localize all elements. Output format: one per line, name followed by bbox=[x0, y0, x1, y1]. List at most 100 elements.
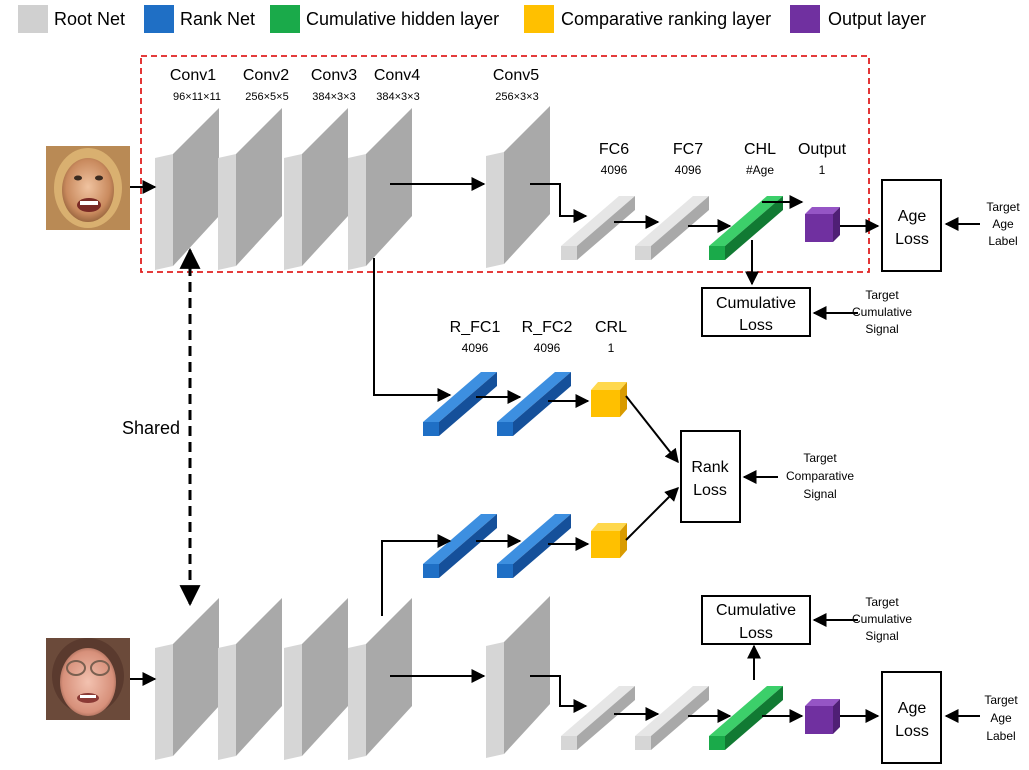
conv1-block-top bbox=[155, 108, 219, 270]
arrow bbox=[530, 675, 588, 713]
conv2-block-bottom bbox=[218, 598, 282, 760]
face-image-older-woman bbox=[46, 638, 130, 720]
svg-text:Age: Age bbox=[898, 700, 927, 717]
layer-name: FC6 bbox=[599, 141, 629, 158]
layer-dims: 384×3×3 bbox=[312, 91, 355, 103]
layer-name: CHL bbox=[744, 141, 776, 158]
top-layer-labels: Conv1 96×11×11 Conv2 256×5×5 Conv3 384×3… bbox=[170, 67, 847, 177]
conv4-block-top bbox=[348, 108, 412, 270]
r-fc1-block-lower bbox=[423, 514, 497, 578]
arrow bbox=[625, 395, 679, 464]
svg-text:Signal: Signal bbox=[865, 322, 898, 336]
conv1-block-bottom bbox=[155, 598, 219, 760]
target-comparative-signal: Target Comparative Signal bbox=[786, 451, 854, 501]
svg-text:Label: Label bbox=[988, 234, 1017, 248]
svg-text:Signal: Signal bbox=[865, 629, 898, 643]
svg-text:Label: Label bbox=[986, 729, 1015, 743]
r-fc2-block-upper bbox=[497, 372, 571, 436]
legend-label: Output layer bbox=[828, 9, 926, 29]
layer-blocks bbox=[155, 106, 840, 760]
svg-text:Signal: Signal bbox=[803, 487, 836, 501]
layer-dims: 384×3×3 bbox=[376, 91, 419, 103]
fc7-block-top bbox=[635, 196, 709, 260]
layer-name: Output bbox=[798, 141, 847, 158]
conv3-block-bottom bbox=[284, 598, 348, 760]
legend-item-output-layer: Output layer bbox=[790, 5, 926, 33]
layer-dims: 4096 bbox=[462, 341, 489, 355]
svg-text:Comparative: Comparative bbox=[786, 469, 854, 483]
svg-text:Target: Target bbox=[984, 693, 1018, 707]
target-age-label-bottom: Target Age Label bbox=[984, 693, 1018, 743]
svg-text:Target: Target bbox=[803, 451, 837, 465]
legend-item-cumulative-hidden-layer: Cumulative hidden layer bbox=[270, 5, 499, 33]
target-cumulative-signal-bottom: Target Cumulative Signal bbox=[852, 595, 912, 643]
svg-text:Loss: Loss bbox=[739, 625, 773, 642]
legend-label: Comparative ranking layer bbox=[561, 9, 771, 29]
age-loss-box-top: Age Loss bbox=[881, 179, 942, 272]
fc6-block-top bbox=[561, 196, 635, 260]
svg-text:Loss: Loss bbox=[693, 482, 727, 499]
svg-text:Cumulative: Cumulative bbox=[716, 602, 796, 619]
legend-label: Root Net bbox=[54, 9, 125, 29]
svg-text:Age: Age bbox=[992, 217, 1014, 231]
legend-swatch bbox=[790, 5, 820, 33]
conv2-block-top bbox=[218, 108, 282, 270]
arrow bbox=[625, 487, 679, 541]
layer-name: FC7 bbox=[673, 141, 703, 158]
rank-layer-labels: R_FC1 4096 R_FC2 4096 CRL 1 bbox=[450, 319, 627, 355]
shared-label: Shared bbox=[122, 418, 180, 438]
r-fc1-block-upper bbox=[423, 372, 497, 436]
legend-item-root-net: Root Net bbox=[18, 5, 125, 33]
layer-dims: 1 bbox=[608, 341, 615, 355]
layer-dims: 96×11×11 bbox=[173, 91, 221, 103]
layer-dims: 4096 bbox=[675, 163, 702, 177]
legend-swatch bbox=[18, 5, 48, 33]
svg-text:Target: Target bbox=[986, 200, 1020, 214]
svg-text:Loss: Loss bbox=[739, 317, 773, 334]
layer-dims: #Age bbox=[746, 163, 774, 177]
svg-text:Loss: Loss bbox=[895, 723, 929, 740]
cumulative-loss-box-top: Cumulative Loss bbox=[701, 287, 811, 337]
arrow bbox=[530, 183, 588, 223]
r-fc2-block-lower bbox=[497, 514, 571, 578]
target-cumulative-signal-top: Target Cumulative Signal bbox=[852, 288, 912, 336]
legend-item-comparative-ranking-layer: Comparative ranking layer bbox=[524, 5, 771, 33]
layer-name: Conv3 bbox=[311, 67, 357, 84]
svg-text:Cumulative: Cumulative bbox=[852, 612, 912, 626]
root-net-dashed-box bbox=[140, 55, 870, 273]
legend-swatch bbox=[144, 5, 174, 33]
svg-text:Rank: Rank bbox=[691, 459, 729, 476]
svg-text:Target: Target bbox=[865, 288, 899, 302]
legend-label: Rank Net bbox=[180, 9, 255, 29]
layer-name: Conv5 bbox=[493, 67, 539, 84]
svg-text:Cumulative: Cumulative bbox=[716, 295, 796, 312]
svg-text:Age: Age bbox=[898, 208, 927, 225]
layer-dims: 4096 bbox=[534, 341, 561, 355]
target-age-label-top: Target Age Label bbox=[986, 200, 1020, 248]
conv4-block-bottom bbox=[348, 598, 412, 760]
layer-name: R_FC2 bbox=[522, 319, 573, 336]
conv3-block-top bbox=[284, 108, 348, 270]
layer-dims: 1 bbox=[819, 163, 826, 177]
svg-text:Loss: Loss bbox=[895, 231, 929, 248]
age-loss-box-bottom: Age Loss bbox=[881, 671, 942, 764]
rank-loss-box: Rank Loss bbox=[680, 430, 741, 523]
layer-name: R_FC1 bbox=[450, 319, 501, 336]
svg-text:Age: Age bbox=[990, 711, 1012, 725]
legend-item-rank-net: Rank Net bbox=[144, 5, 255, 33]
cumulative-loss-box-bottom: Cumulative Loss bbox=[701, 595, 811, 645]
svg-text:Target: Target bbox=[865, 595, 899, 609]
conv5-block-bottom bbox=[486, 596, 550, 758]
layer-dims: 256×5×5 bbox=[245, 91, 288, 103]
fc6-block-bottom bbox=[561, 686, 635, 750]
chl-block-bottom bbox=[709, 686, 783, 750]
svg-text:Cumulative: Cumulative bbox=[852, 305, 912, 319]
arrow bbox=[373, 258, 452, 402]
fc7-block-bottom bbox=[635, 686, 709, 750]
crl-block-upper bbox=[591, 382, 627, 417]
output-block-bottom bbox=[805, 699, 840, 734]
layer-dims: 4096 bbox=[601, 163, 628, 177]
conv5-block-top bbox=[486, 106, 550, 268]
legend-swatch bbox=[270, 5, 300, 33]
